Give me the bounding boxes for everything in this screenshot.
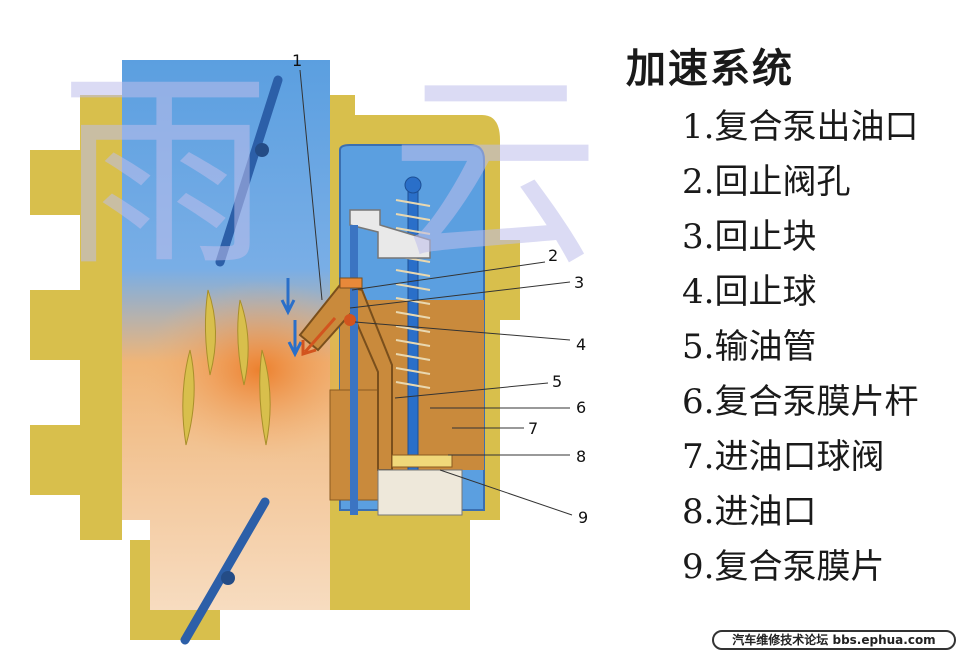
pump-diaphragm bbox=[377, 454, 463, 516]
callout-8: 8 bbox=[576, 447, 586, 466]
legend-item: 9.复合泵膜片 bbox=[682, 547, 885, 587]
forum-footer-badge: 汽车维修技术论坛 bbs.ephua.com bbox=[712, 630, 956, 650]
choke-plate bbox=[215, 75, 283, 267]
venturi-vanes bbox=[182, 289, 271, 446]
legend-item: 3.回止块 bbox=[682, 217, 817, 257]
callout-6: 6 bbox=[576, 398, 586, 417]
legend-item: 4.回止球 bbox=[682, 272, 817, 312]
legend-item: 2.回止阀孔 bbox=[682, 162, 851, 202]
linkage-post bbox=[350, 225, 358, 515]
legend-item: 7.进油口球阀 bbox=[682, 437, 885, 477]
legend-item: 6.复合泵膜片杆 bbox=[682, 382, 919, 422]
linkage-arm bbox=[349, 209, 431, 259]
callout-3: 3 bbox=[574, 273, 584, 292]
leader-lines bbox=[299, 69, 573, 516]
callout-7: 7 bbox=[528, 419, 538, 438]
flow-arrows bbox=[280, 278, 303, 358]
watermark: 雨云 bbox=[60, 50, 721, 295]
callout-2: 2 bbox=[548, 246, 558, 265]
callout-9: 9 bbox=[578, 508, 588, 527]
legend-item: 1.复合泵出油口 bbox=[682, 107, 919, 147]
legend-item: 5.输油管 bbox=[682, 327, 817, 367]
check-valve bbox=[339, 277, 363, 326]
callout-5: 5 bbox=[552, 372, 562, 391]
accelerator-pump-diagram: 1 2 3 4 5 6 7 8 9 bbox=[30, 51, 588, 645]
spray-arrow bbox=[301, 317, 337, 357]
callout-4: 4 bbox=[576, 335, 586, 354]
throttle-plate bbox=[180, 497, 270, 645]
legend-item: 8.进油口 bbox=[682, 492, 817, 532]
legend-list: 1.复合泵出油口 2.回止阀孔 3.回止块 4.回止球 5.输油管 6.复合泵膜… bbox=[682, 100, 918, 595]
callout-1: 1 bbox=[292, 51, 302, 70]
legend-title: 加速系统 bbox=[626, 46, 794, 92]
